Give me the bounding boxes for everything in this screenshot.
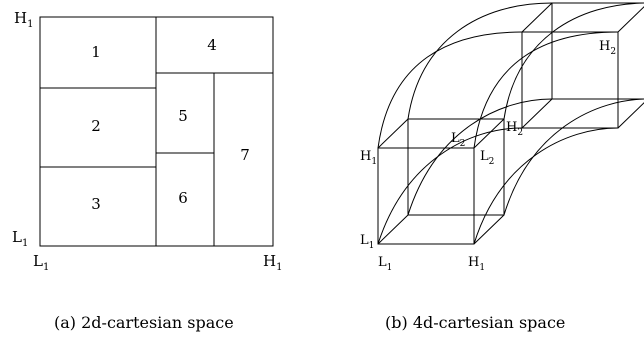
connector-curve-5: [377, 127, 523, 245]
label-L1-left: L1: [360, 233, 374, 251]
connector-curve-7: [473, 127, 619, 245]
connector-curve-3: [473, 31, 619, 149]
back-cube-edge-bl: [521, 98, 553, 129]
front-cube-edge-tr: [473, 118, 505, 149]
front-cube-back-face: [407, 118, 505, 216]
connector-curve-2: [407, 2, 553, 120]
region-label-3: 3: [91, 195, 101, 213]
connector-curve-8: [503, 98, 644, 216]
region-label-2: 2: [91, 117, 101, 135]
connector-curve-1: [377, 31, 523, 149]
back-cube-edge-br: [617, 102, 644, 129]
region-label-1: 1: [91, 43, 101, 61]
label-H2-back-right: H2: [599, 39, 616, 57]
front-cube-edge-br: [473, 214, 505, 245]
back-cube-back-face: [551, 2, 644, 100]
back-cube-edge-tr: [617, 6, 644, 33]
front-cube-edge-bl: [377, 214, 409, 245]
connector-curve-6: [407, 98, 553, 216]
label-L2-front-side: L2: [480, 149, 494, 167]
front-cube-edge-tl: [377, 118, 409, 149]
label-L1-bottom: L1: [378, 255, 392, 273]
panel-b-diagram: [377, 2, 644, 245]
caption-panel-b: (b) 4d-cartesian space: [385, 313, 566, 332]
axis-label-H1-top-left: H1: [14, 9, 33, 30]
region-label-4: 4: [207, 36, 217, 54]
label-L2-front-top: L2: [451, 131, 465, 149]
region-label-7: 7: [240, 146, 250, 164]
back-cube-edge-tl: [521, 2, 553, 33]
front-cube-front-face: [377, 147, 475, 245]
back-cube-front-face: [521, 31, 619, 129]
axis-label-H1-bottom-right: H1: [263, 252, 282, 273]
axis-label-L1-left: L1: [12, 228, 28, 249]
panel-a-grid: [39, 16, 274, 247]
region-label-5: 5: [178, 107, 188, 125]
caption-panel-a: (a) 2d-cartesian space: [54, 313, 234, 332]
axis-label-L1-origin: L1: [33, 252, 49, 273]
region-label-6: 6: [178, 189, 188, 207]
connector-curve-4: [503, 2, 644, 120]
label-H2-back-left: H2: [506, 120, 523, 138]
label-H1-left: H1: [360, 149, 377, 167]
label-H1-bottom: H1: [468, 255, 485, 273]
